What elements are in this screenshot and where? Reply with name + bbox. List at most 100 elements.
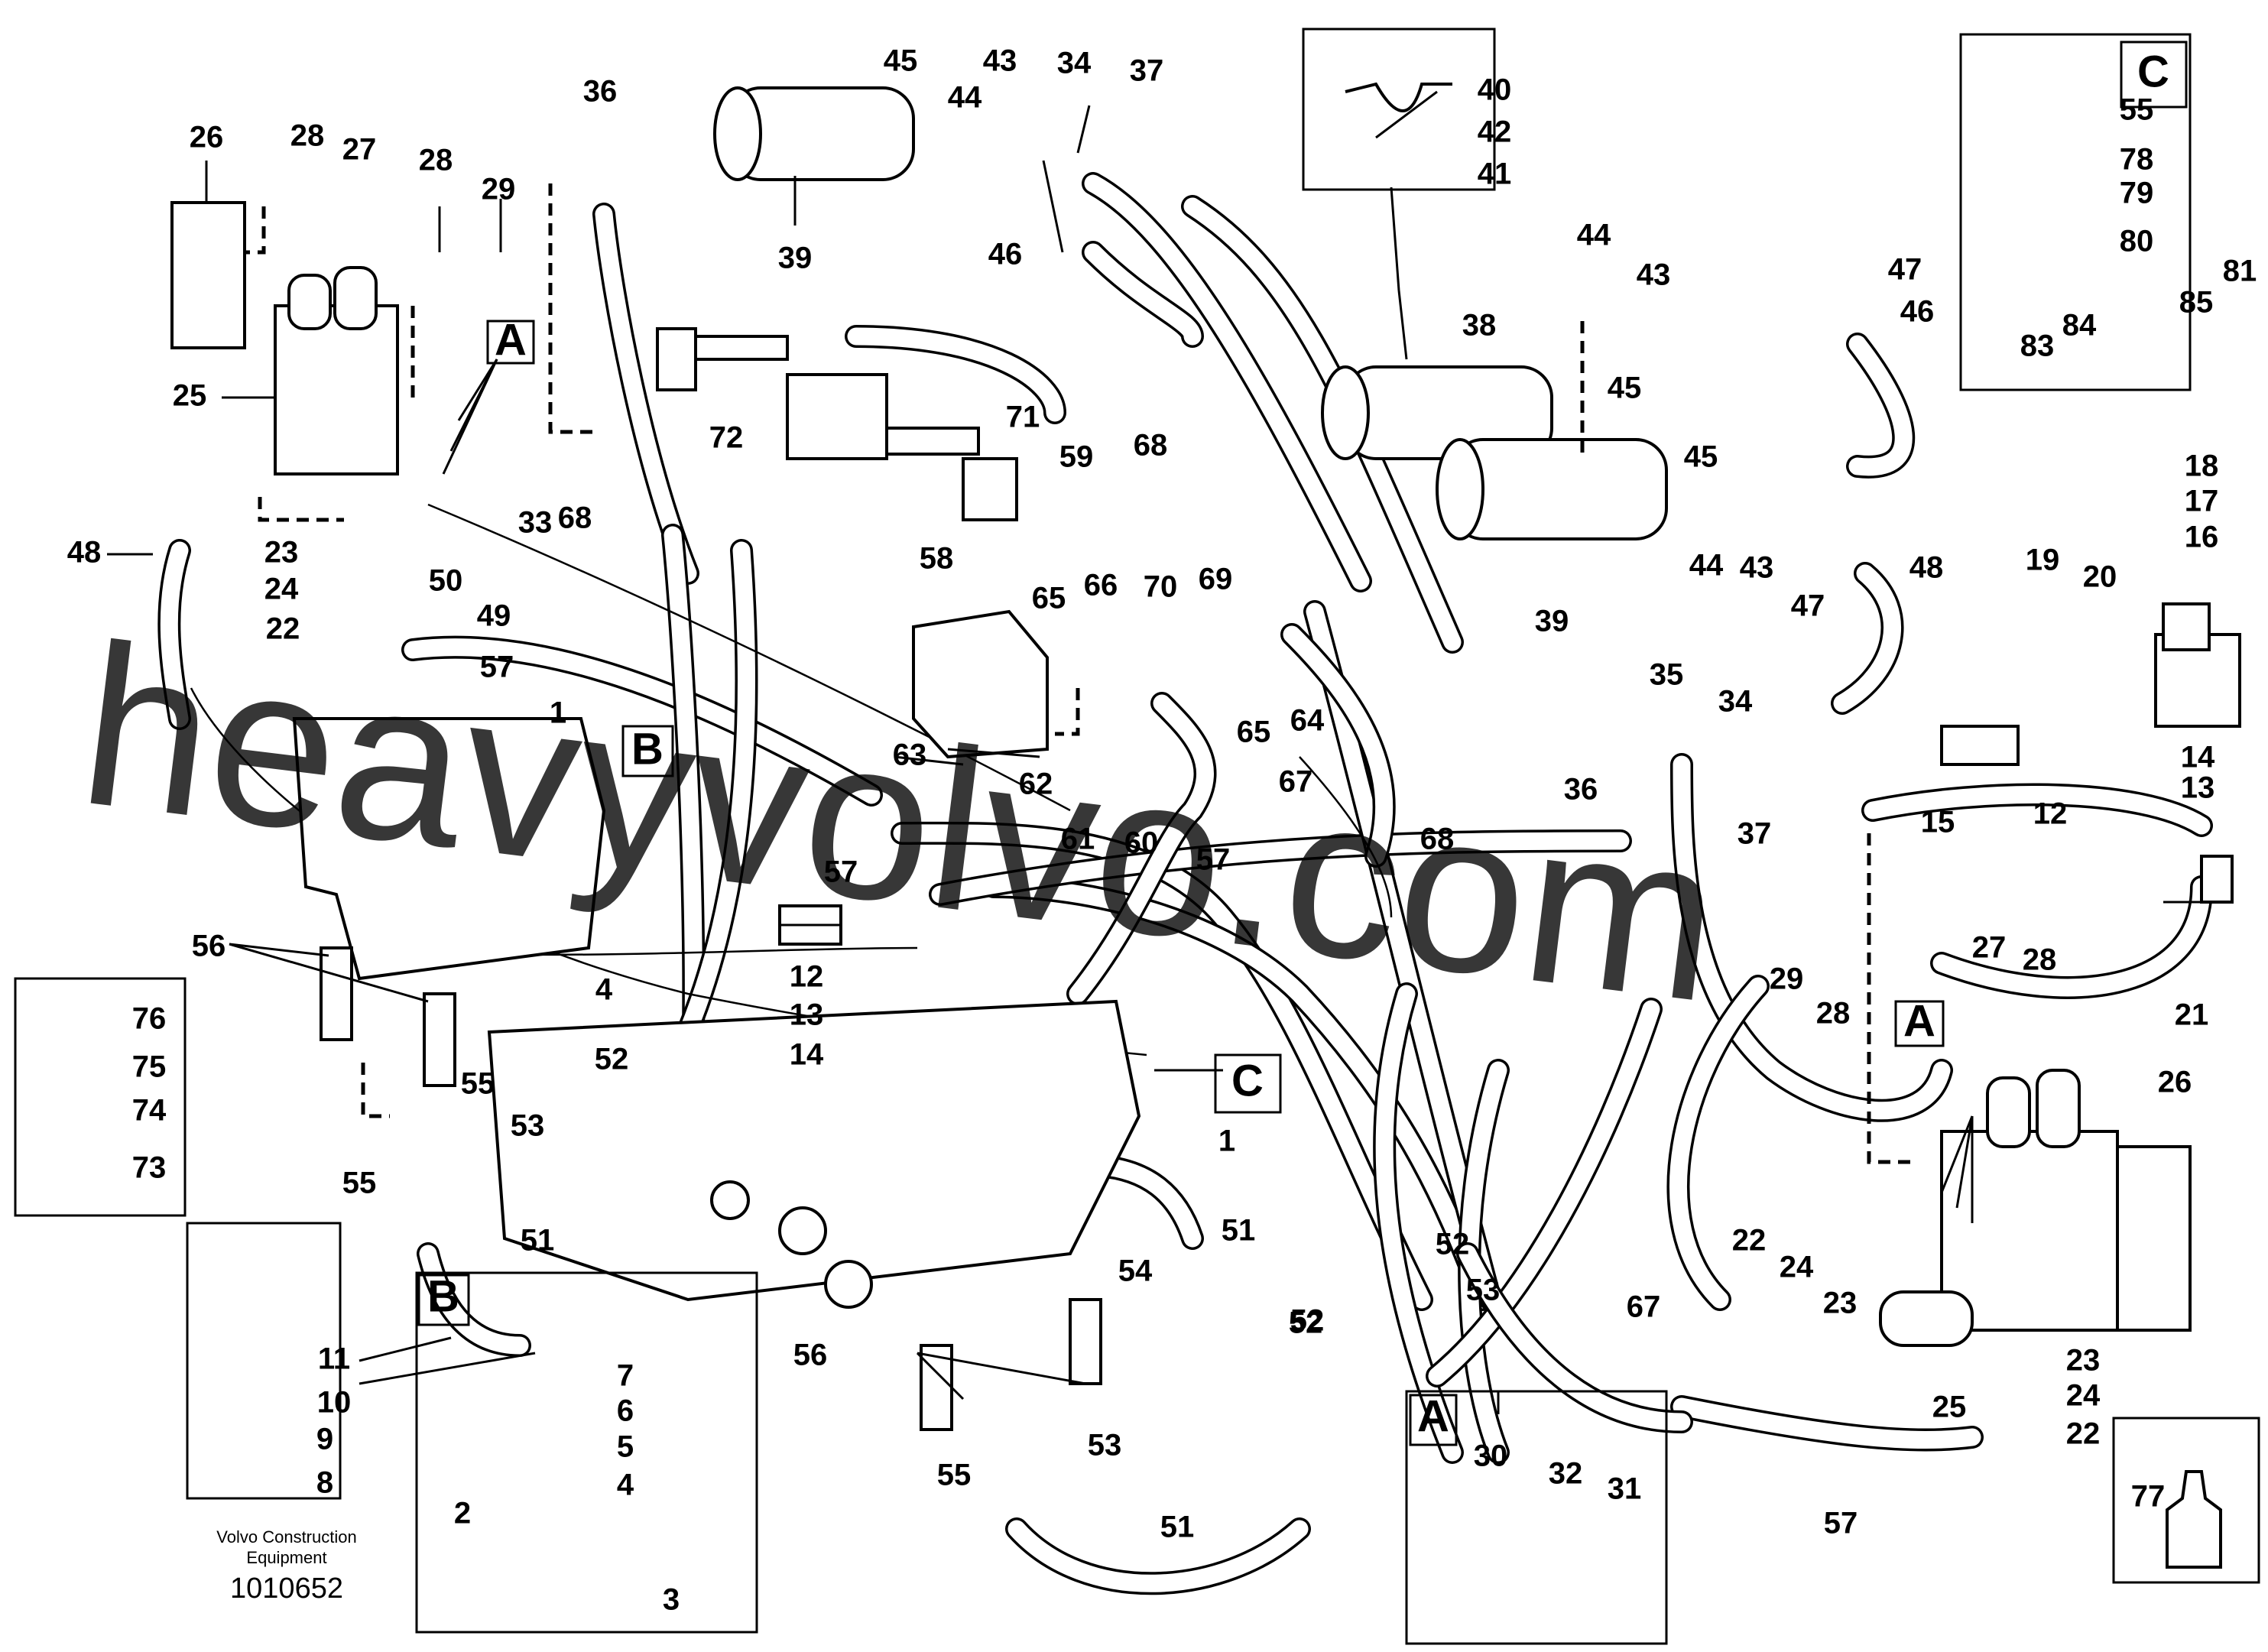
callout-32: 32: [1549, 1457, 1583, 1491]
callout-78: 78: [2120, 143, 2154, 177]
callout-54: 54: [1118, 1254, 1153, 1288]
callout-12: 12: [790, 960, 824, 994]
callout-10: 10: [317, 1386, 352, 1420]
document-number: 1010652: [230, 1572, 343, 1605]
hoses: [157, 172, 2213, 1595]
callout-67: 67: [1279, 765, 1313, 799]
callout-51: 51: [1222, 1214, 1256, 1248]
callout-1: 1: [550, 696, 566, 730]
callout-51: 51: [1160, 1511, 1195, 1544]
callout-67: 67: [1627, 1290, 1661, 1324]
callout-18: 18: [2185, 450, 2219, 483]
callout-13: 13: [790, 998, 824, 1032]
callout-57: 57: [1196, 843, 1231, 877]
inset-box-clamp: [14, 977, 187, 1217]
callout-44: 44: [1577, 219, 1611, 252]
callout-22: 22: [266, 612, 300, 646]
callout-64: 64: [1290, 704, 1325, 738]
callout-41: 41: [1478, 157, 1512, 191]
callout-49: 49: [477, 599, 511, 633]
callout-27: 27: [1972, 931, 2007, 965]
callout-57: 57: [824, 855, 858, 889]
callout-83: 83: [2020, 329, 2055, 363]
callout-55: 55: [342, 1167, 377, 1200]
tag-box-b-main: [621, 725, 674, 777]
callout-53: 53: [511, 1109, 545, 1143]
callout-24: 24: [2066, 1379, 2101, 1413]
callout-12: 12: [2033, 797, 2068, 831]
callout-59: 59: [1059, 440, 1094, 474]
callout-3: 3: [663, 1583, 680, 1617]
callout-40: 40: [1478, 73, 1512, 107]
callout-23: 23: [2066, 1344, 2101, 1378]
callout-52: 52: [1436, 1228, 1470, 1261]
callout-47: 47: [1791, 589, 1825, 623]
callout-34: 34: [1057, 47, 1092, 80]
callout-27: 27: [342, 133, 377, 167]
callout-58: 58: [920, 542, 954, 576]
callout-84: 84: [2062, 309, 2097, 342]
callout-75: 75: [132, 1050, 167, 1084]
callout-42: 42: [1478, 115, 1512, 149]
callout-71: 71: [1006, 401, 1040, 434]
components: [170, 82, 2241, 1431]
callout-7: 7: [617, 1359, 634, 1393]
callout-28: 28: [290, 119, 325, 153]
callout-57: 57: [1824, 1507, 1858, 1540]
watermark: heavyvolvo.com: [69, 595, 1732, 1051]
callout-29: 29: [1770, 962, 1804, 996]
inset-box-b: [415, 1271, 758, 1634]
callout-22: 22: [2066, 1417, 2101, 1451]
callout-63: 63: [893, 738, 927, 772]
callout-36: 36: [1564, 773, 1598, 807]
tag-box-a-upper: [486, 320, 535, 365]
callout-53: 53: [1088, 1429, 1122, 1462]
callout-45: 45: [1684, 440, 1718, 474]
callout-55: 55: [937, 1459, 972, 1492]
callout-28: 28: [419, 144, 453, 177]
callout-15: 15: [1921, 806, 1955, 839]
callout-34: 34: [1718, 685, 1753, 719]
callout-68: 68: [558, 501, 592, 535]
dashed-leaders: [245, 183, 1911, 1164]
callout-56: 56: [192, 930, 226, 963]
callout-20: 20: [2083, 560, 2117, 594]
callout-56: 56: [793, 1339, 828, 1372]
callout-51: 51: [521, 1224, 555, 1258]
callout-76: 76: [132, 1002, 167, 1036]
callout-24: 24: [264, 573, 299, 606]
callout-55: 55: [2120, 93, 2154, 127]
callout-50: 50: [429, 564, 463, 598]
callout-44: 44: [1689, 549, 1724, 583]
callout-85: 85: [2179, 286, 2214, 320]
callout-43: 43: [983, 44, 1017, 78]
callout-57: 57: [480, 651, 514, 684]
callout-45: 45: [884, 44, 918, 78]
callout-28: 28: [2023, 943, 2057, 977]
callout-61: 61: [1061, 823, 1095, 856]
callout-65: 65: [1032, 582, 1066, 615]
callout-44: 44: [948, 81, 982, 115]
callout-65: 65: [1237, 716, 1271, 749]
tag-box-a-lower: [1894, 1000, 1945, 1047]
callout-5: 5: [617, 1430, 634, 1464]
callout-60: 60: [1124, 826, 1159, 860]
tag-box-c-main: [1214, 1053, 1282, 1114]
callout-8: 8: [316, 1466, 333, 1500]
callout-35: 35: [1650, 658, 1684, 692]
callout-25: 25: [1932, 1391, 1967, 1424]
callout-28: 28: [1816, 997, 1851, 1030]
callout-19: 19: [2026, 544, 2060, 577]
callout-74: 74: [132, 1094, 167, 1128]
callout-37: 37: [1738, 817, 1772, 851]
tag-a-inset: A: [1417, 1391, 1449, 1441]
callout-30: 30: [1474, 1439, 1508, 1473]
callout-17: 17: [2185, 485, 2219, 518]
callout-24: 24: [1780, 1251, 1814, 1284]
callout-53: 53: [1466, 1274, 1501, 1307]
callout-68: 68: [1420, 823, 1455, 856]
callout-55: 55: [461, 1067, 495, 1101]
callout-62: 62: [1019, 768, 1053, 801]
